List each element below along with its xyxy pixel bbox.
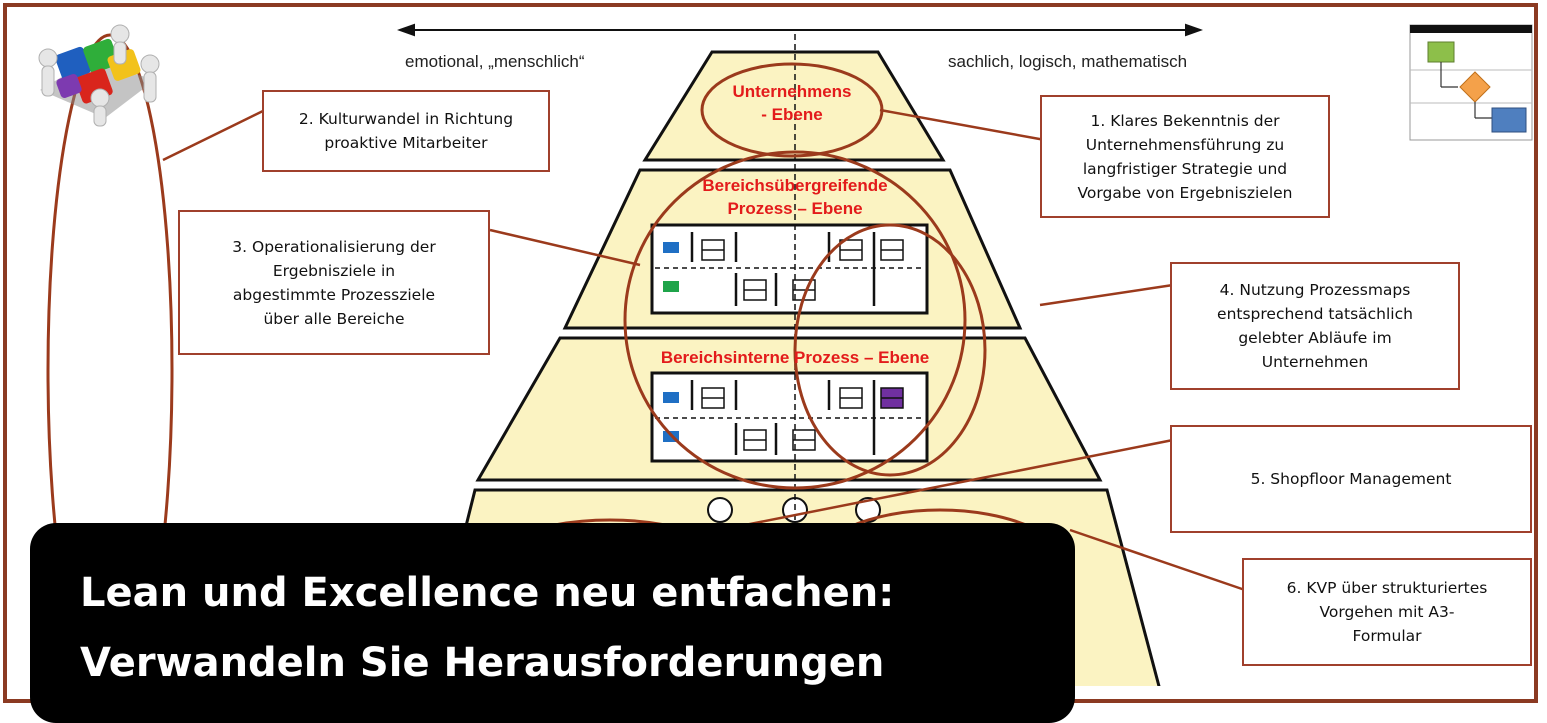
box-operationalization: 3. Operationalisierung der Ergebnisziele… [178,210,490,355]
title-overlay: Lean und Excellence neu entfachen: Verwa… [30,523,1075,723]
axis-label-left: emotional, „menschlich“ [405,52,585,71]
box-kvp: 6. KVP über strukturiertes Vorgehen mit … [1242,558,1532,666]
axis-arrow [397,23,1203,37]
overlay-title-line1: Lean und Excellence neu entfachen: [80,570,895,616]
flowchart-icon [1409,24,1533,141]
axis-label-right: sachlich, logisch, mathematisch [948,52,1188,71]
box-culture-change: 2. Kulturwandel in Richtung proaktive Mi… [262,90,550,172]
level-label-cross: Bereichsübergreifende Prozess – Ebene [702,176,888,218]
ellipse-cross [623,150,967,490]
level-label-company: Unternehmens - Ebene [732,82,852,124]
box-commitment: 1. Klares Bekenntnis der Unternehmensfüh… [1040,95,1330,218]
process-map-cross [650,223,929,315]
level-label-internal: Bereichsinterne Prozess – Ebene [660,348,930,367]
diagram-canvas: emotional, „menschlich“ sachlich, logisc… [3,3,1538,723]
ellipse-culture [46,33,174,686]
process-map-internal [650,371,929,463]
connector-lines [162,108,1246,592]
box-process-maps: 4. Nutzung Prozessmaps entsprechend tats… [1170,262,1460,390]
ellipse-maps [793,223,987,477]
puzzle-team-icon [38,24,160,127]
box-shopfloor: 5. Shopfloor Management [1170,425,1532,533]
overlay-title-line2: Verwandeln Sie Herausforderungen [80,640,885,686]
